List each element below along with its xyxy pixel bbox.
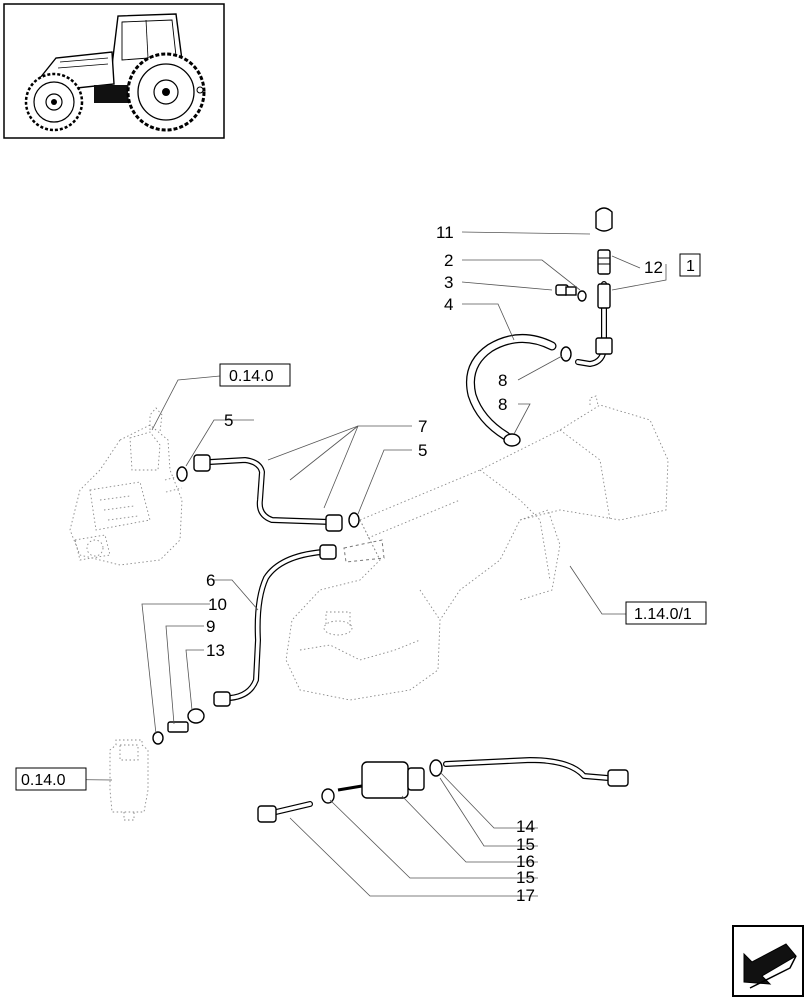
callout-5-left[interactable]: 5 xyxy=(224,411,233,430)
tractor-thumbnail[interactable] xyxy=(3,3,225,139)
fuel-tank xyxy=(285,395,669,701)
callouts: 11 2 3 4 12 8 8 5 7 5 6 10 9 13 14 15 16… xyxy=(206,223,663,905)
callout-5-right[interactable]: 5 xyxy=(418,441,427,460)
svg-text:0.14.0: 0.14.0 xyxy=(21,772,66,789)
ref-box-pump[interactable]: 0.14.0 xyxy=(219,363,291,387)
next-page-arrow-icon[interactable] xyxy=(732,925,804,997)
callout-16[interactable]: 16 xyxy=(516,852,535,871)
callout-8-lower[interactable]: 8 xyxy=(498,395,507,414)
callout-13[interactable]: 13 xyxy=(206,641,225,660)
injection-pump xyxy=(69,407,183,566)
callout-9[interactable]: 9 xyxy=(206,617,215,636)
ref-box-tank[interactable]: 1.14.0/1 xyxy=(625,601,707,625)
callout-7[interactable]: 7 xyxy=(418,417,427,436)
callout-2[interactable]: 2 xyxy=(444,251,453,270)
callout-14[interactable]: 14 xyxy=(516,817,535,836)
svg-text:1.14.0/1: 1.14.0/1 xyxy=(634,606,692,623)
svg-text:1: 1 xyxy=(686,258,695,275)
svg-text:0.14.0: 0.14.0 xyxy=(229,368,274,385)
callout-10[interactable]: 10 xyxy=(208,595,227,614)
callout-4[interactable]: 4 xyxy=(444,295,453,314)
callout-8-upper[interactable]: 8 xyxy=(498,371,507,390)
inline-filter-group xyxy=(257,757,629,823)
ref-box-kit[interactable]: 1 xyxy=(679,253,701,277)
reference-boxes: 1 0.14.0 1.14.0/1 0.14.0 xyxy=(15,253,707,791)
diesel-filter xyxy=(109,739,149,821)
fuel-line-7 xyxy=(176,454,360,532)
callout-6[interactable]: 6 xyxy=(206,571,215,590)
return-line-assembly xyxy=(466,207,613,447)
ref-box-filter[interactable]: 0.14.0 xyxy=(15,767,87,791)
fuel-hose-6 xyxy=(152,539,385,745)
callout-17[interactable]: 17 xyxy=(516,886,535,905)
callout-3[interactable]: 3 xyxy=(444,273,453,292)
callout-15-upper[interactable]: 15 xyxy=(516,835,535,854)
callout-15-lower[interactable]: 15 xyxy=(516,868,535,887)
leader-lines xyxy=(21,231,667,897)
callout-12[interactable]: 12 xyxy=(644,258,663,277)
callout-11[interactable]: 11 xyxy=(436,223,454,242)
